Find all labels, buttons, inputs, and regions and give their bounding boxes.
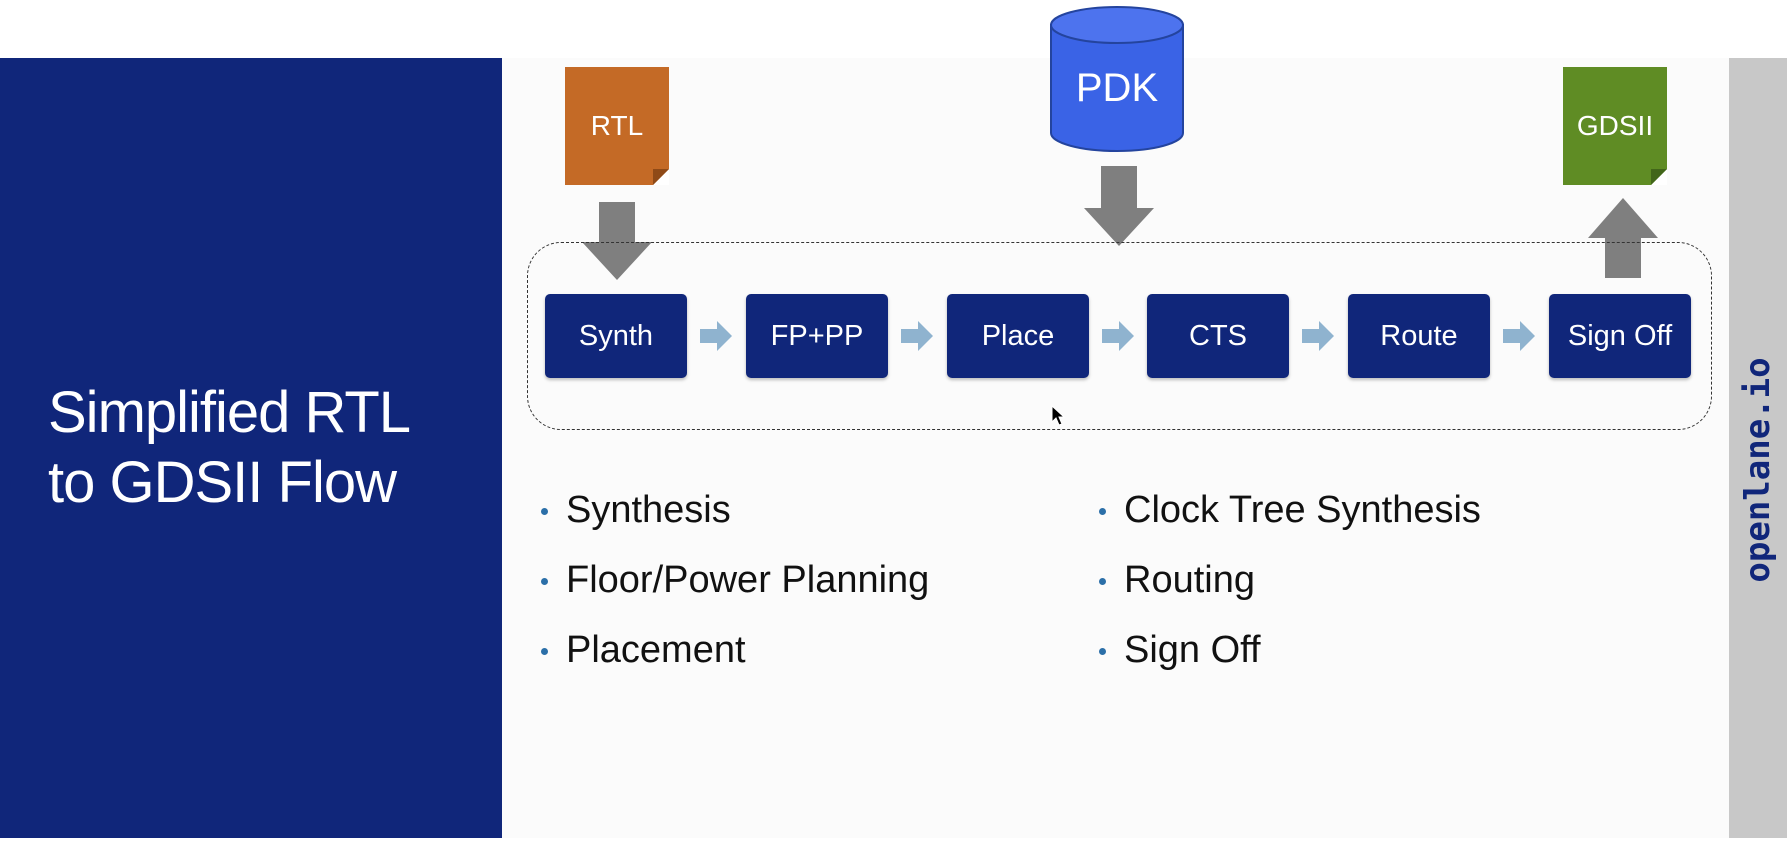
bullet-item: Clock Tree Synthesis	[1099, 484, 1481, 554]
stage-cts: CTS	[1147, 294, 1289, 378]
pdk-down-arrow	[1084, 166, 1154, 246]
stage-sign-off: Sign Off	[1549, 294, 1691, 378]
gdsii-up-arrow	[1588, 198, 1658, 278]
bullet-item: Placement	[541, 624, 929, 694]
rtl-document-shape: RTL	[565, 67, 669, 185]
pdk-database-icon	[1050, 6, 1184, 152]
bullet-list-right: Clock Tree Synthesis Routing Sign Off	[1099, 484, 1481, 694]
brand-sidebar	[1729, 58, 1787, 838]
bullet-item: Routing	[1099, 554, 1481, 624]
brand-logo-text: openlane.io	[1738, 357, 1778, 583]
flow-boundary	[527, 242, 1712, 430]
bullet-item: Synthesis	[541, 484, 929, 554]
flow-arrow-4	[1302, 321, 1334, 351]
mouse-cursor-icon	[1051, 405, 1065, 426]
stage-fp-pp: FP+PP	[746, 294, 888, 378]
slide-title-line-2: to GDSII Flow	[48, 450, 397, 515]
bullet-item: Sign Off	[1099, 624, 1481, 694]
slide-title: Simplified RTL to GDSII Flow	[48, 378, 488, 518]
rtl-page-fold	[653, 169, 669, 185]
rtl-label: RTL	[590, 110, 644, 141]
stage-route: Route	[1348, 294, 1490, 378]
stage-place: Place	[947, 294, 1089, 378]
bullet-list-left: Synthesis Floor/Power Planning Placement	[541, 484, 929, 694]
flow-arrow-3	[1102, 321, 1134, 351]
flow-arrow-2	[901, 321, 933, 351]
gdsii-page-fold	[1651, 169, 1667, 185]
slide-title-line-1: Simplified RTL	[48, 380, 411, 445]
gdsii-label: GDSII	[1576, 110, 1654, 141]
gdsii-document-shape: GDSII	[1563, 67, 1667, 185]
flow-arrow-5	[1503, 321, 1535, 351]
bullet-item: Floor/Power Planning	[541, 554, 929, 624]
rtl-down-arrow	[582, 202, 652, 280]
flow-arrow-1	[700, 321, 732, 351]
title-panel	[0, 58, 502, 838]
pdk-label: PDK	[1075, 66, 1159, 110]
stage-synth: Synth	[545, 294, 687, 378]
